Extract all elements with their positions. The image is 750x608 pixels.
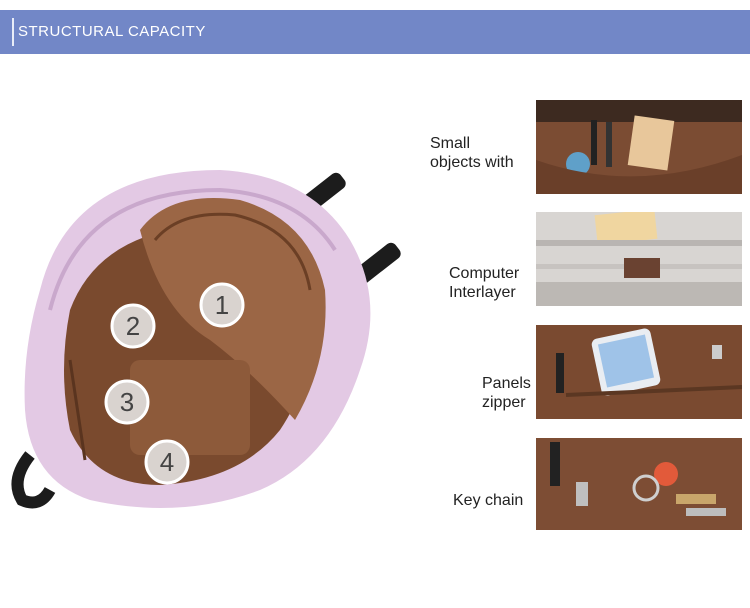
backpack-open-image: 1 2 3 4 xyxy=(10,130,410,530)
feature-photo-key-chain xyxy=(536,438,742,530)
badge-2 xyxy=(110,303,156,349)
feature-photo-small-objects xyxy=(536,100,742,194)
badge-1-label: 1 xyxy=(215,290,229,320)
section-banner: STRUCTURAL CAPACITY xyxy=(0,10,750,54)
feature-photo-computer-interlayer xyxy=(536,212,742,306)
feature-label-panels-zipper: Panels zipper xyxy=(482,375,531,411)
feature-label-key-chain: Key chain xyxy=(453,492,524,509)
badge-1 xyxy=(199,282,245,328)
handle-loop xyxy=(11,451,56,509)
banner-divider xyxy=(12,18,14,46)
banner-title: STRUCTURAL CAPACITY xyxy=(18,23,206,40)
feature-label-computer-interlayer: Computer Interlayer xyxy=(449,265,520,301)
badge-4-label: 4 xyxy=(160,447,174,477)
inner-pocket xyxy=(130,360,250,455)
badge-3 xyxy=(104,379,150,425)
badge-2-label: 2 xyxy=(126,311,140,341)
badge-3-label: 3 xyxy=(120,387,134,417)
feature-photo-panels-zipper xyxy=(536,325,742,419)
feature-label-small-objects: Small objects with xyxy=(430,135,514,171)
badge-4 xyxy=(144,439,190,485)
